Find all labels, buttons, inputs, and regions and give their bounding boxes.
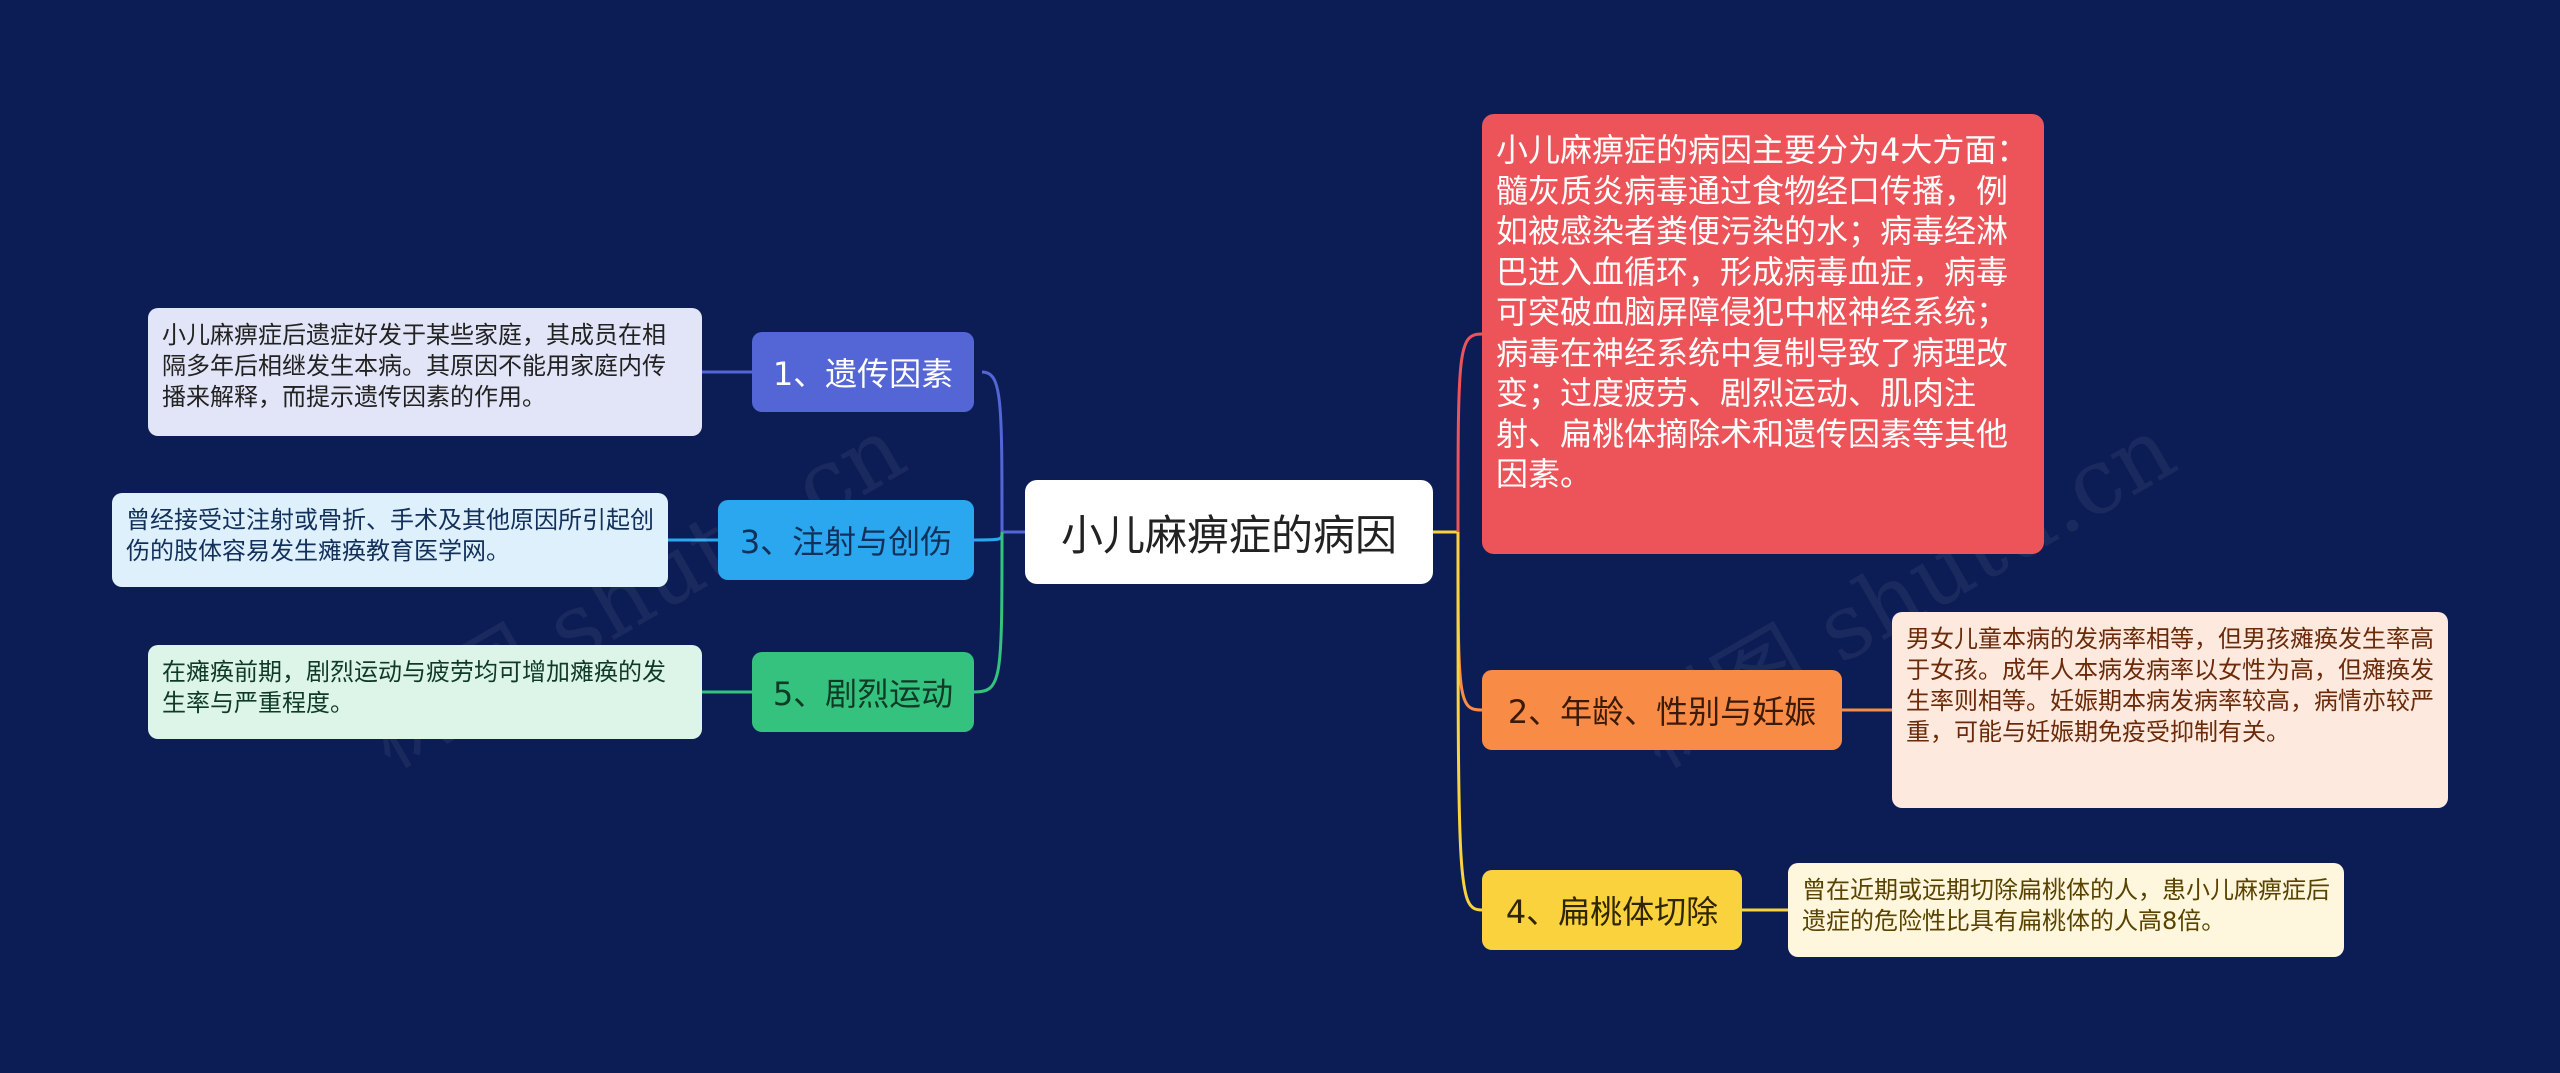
leaf-strenuous-exercise[interactable]: 在瘫痪前期，剧烈运动与疲劳均可增加瘫痪的发生率与严重程度。 (148, 645, 702, 739)
overview-node[interactable]: 小儿麻痹症的病因主要分为4大方面：髓灰质炎病毒通过食物经口传播，例如被感染者粪便… (1482, 114, 2044, 554)
branch-tonsillectomy[interactable]: 4、扁桃体切除 (1482, 870, 1742, 950)
branch-strenuous-exercise[interactable]: 5、剧烈运动 (752, 652, 974, 732)
branch-age-gender-pregnancy[interactable]: 2、年龄、性别与妊娠 (1482, 670, 1842, 750)
leaf-injection-trauma[interactable]: 曾经接受过注射或骨折、手术及其他原因所引起创伤的肢体容易发生瘫痪教育医学网。 (112, 493, 668, 587)
leaf-tonsillectomy[interactable]: 曾在近期或远期切除扁桃体的人，患小儿麻痹症后遗症的危险性比具有扁桃体的人高8倍。 (1788, 863, 2344, 957)
central-topic[interactable]: 小儿麻痹症的病因 (1025, 480, 1433, 584)
leaf-age-gender-pregnancy[interactable]: 男女儿童本病的发病率相等，但男孩瘫痪发生率高于女孩。成年人本病发病率以女性为高，… (1892, 612, 2448, 808)
branch-genetic[interactable]: 1、遗传因素 (752, 332, 974, 412)
leaf-genetic[interactable]: 小儿麻痹症后遗症好发于某些家庭，其成员在相隔多年后相继发生本病。其原因不能用家庭… (148, 308, 702, 436)
branch-injection-trauma[interactable]: 3、注射与创伤 (718, 500, 974, 580)
